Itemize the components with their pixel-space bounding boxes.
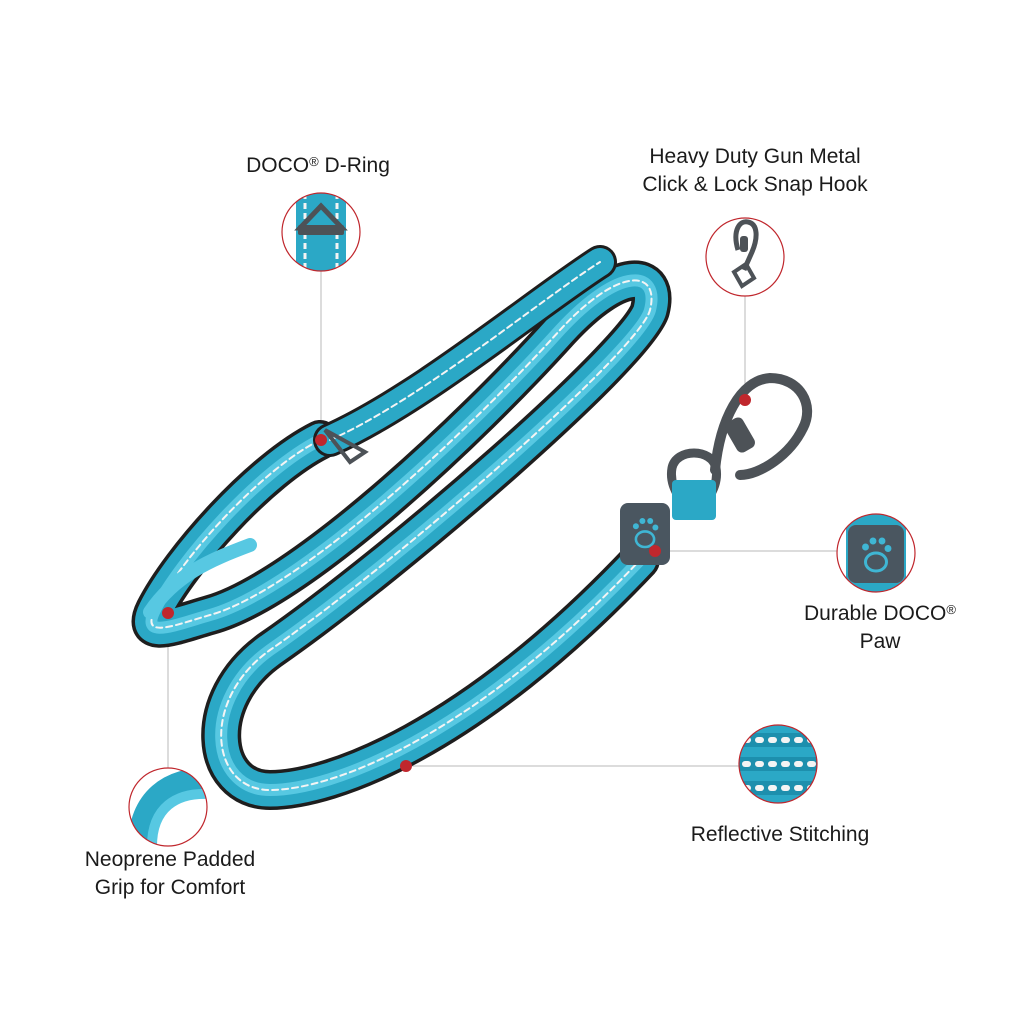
stitch-dash — [768, 785, 777, 791]
feature-label-text: D-Ring — [318, 154, 390, 177]
registered-mark: ® — [946, 602, 956, 617]
stitch-row — [739, 733, 817, 747]
stitch-row — [739, 757, 817, 771]
stitch-dash — [781, 737, 790, 743]
feature-label-text: DOCO — [246, 154, 310, 177]
detail-circle-grip — [128, 767, 208, 847]
stitch-dash — [755, 737, 764, 743]
detail-circle-paw — [836, 513, 916, 593]
stitch-row — [739, 781, 817, 795]
stitch-dash — [755, 785, 764, 791]
feature-label-stitching: Reflective Stitching — [640, 821, 920, 849]
stitch-dash — [794, 761, 803, 767]
paw-toe — [652, 524, 659, 531]
stitch-dash — [794, 785, 803, 791]
detail-circle-hook — [705, 217, 785, 297]
stitch-dash — [768, 737, 777, 743]
detail-circle-dring — [281, 192, 361, 272]
feature-label-paw: Durable DOCO® Paw — [760, 600, 1000, 656]
feature-label-line: Grip for Comfort — [94, 876, 246, 899]
paw-toe — [632, 523, 639, 530]
paw-toe — [639, 518, 646, 524]
paw-badge-icon — [836, 513, 916, 593]
feature-markers — [162, 394, 751, 772]
feature-label-text: Durable DOCO — [804, 602, 947, 625]
paw-toe — [869, 537, 877, 545]
feature-label-dring: DOCO® D-Ring — [200, 152, 436, 180]
feature-marker — [649, 545, 661, 557]
paw-pad — [634, 530, 656, 549]
leash-strap — [131, 245, 672, 810]
registered-mark: ® — [309, 154, 319, 169]
feature-marker — [162, 607, 174, 619]
feature-label-line: Reflective Stitching — [690, 823, 870, 846]
feature-label-line: Click & Lock Snap Hook — [642, 173, 868, 196]
feature-label-hook: Heavy Duty Gun Metal Click & Lock Snap H… — [590, 143, 920, 199]
stitch-dash — [794, 737, 803, 743]
reflective-stitch-line — [150, 279, 653, 791]
feature-label-grip: Neoprene Padded Grip for Comfort — [40, 846, 300, 902]
reflective-stitching-icon — [738, 724, 818, 804]
stitch-dash — [755, 761, 764, 767]
feature-marker — [400, 760, 412, 772]
feature-marker — [315, 434, 327, 446]
neoprene-grip-pad — [143, 538, 257, 619]
stitch-dash — [768, 761, 777, 767]
paw-toe — [647, 518, 654, 524]
paw-icon — [862, 537, 892, 573]
stitch-dash — [742, 761, 751, 767]
d-ring — [323, 428, 369, 465]
paw-toe — [878, 537, 886, 545]
feature-label-line: Heavy Duty Gun Metal — [649, 145, 861, 168]
feature-label-line: Neoprene Padded — [84, 848, 256, 871]
paw-toe — [884, 545, 892, 552]
paw-toe — [862, 543, 869, 551]
paw-icon — [632, 518, 659, 549]
stitch-dash — [781, 761, 790, 767]
handle-stitch-line — [329, 261, 601, 441]
detail-circle-stitch — [738, 724, 818, 804]
paw-pad — [864, 551, 888, 573]
stitch-dash — [807, 761, 816, 767]
paw-badge — [620, 503, 670, 565]
stitch-dash — [781, 785, 790, 791]
padded-grip-icon — [128, 767, 208, 847]
snap-hook-icon — [705, 217, 785, 297]
d-ring-icon — [281, 192, 361, 272]
feature-marker — [739, 394, 751, 406]
feature-label-line: Paw — [859, 630, 901, 653]
